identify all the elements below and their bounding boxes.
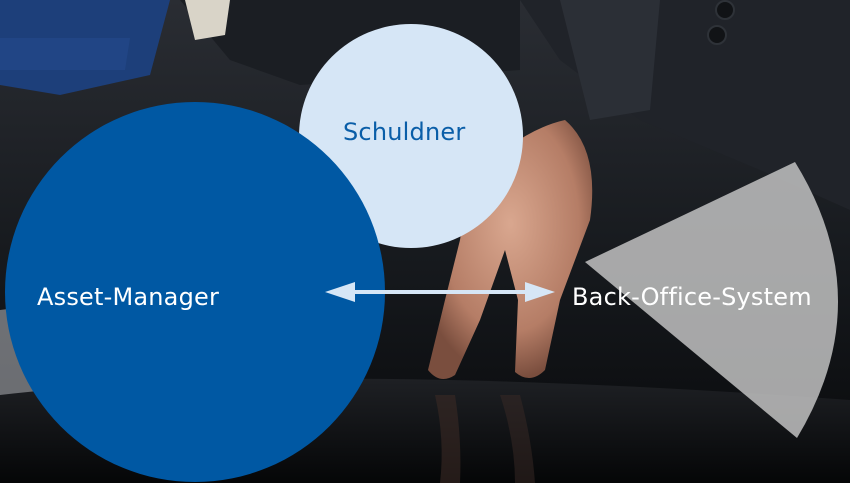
back-office-node — [585, 162, 839, 438]
reflection — [435, 395, 461, 483]
sleeve — [560, 0, 660, 120]
button-icon — [707, 25, 727, 45]
schuldner-label: Schuldner — [343, 118, 466, 146]
asset-manager-label: Asset-Manager — [37, 283, 220, 311]
hand — [428, 120, 593, 379]
back-office-label: Back-Office-System — [572, 283, 812, 311]
brochure-band — [0, 38, 130, 70]
bidirectional-arrow-icon — [325, 282, 555, 302]
asset-manager-node — [5, 102, 385, 482]
cuff — [185, 0, 230, 40]
reflection — [500, 395, 535, 483]
button-icon — [715, 0, 735, 20]
